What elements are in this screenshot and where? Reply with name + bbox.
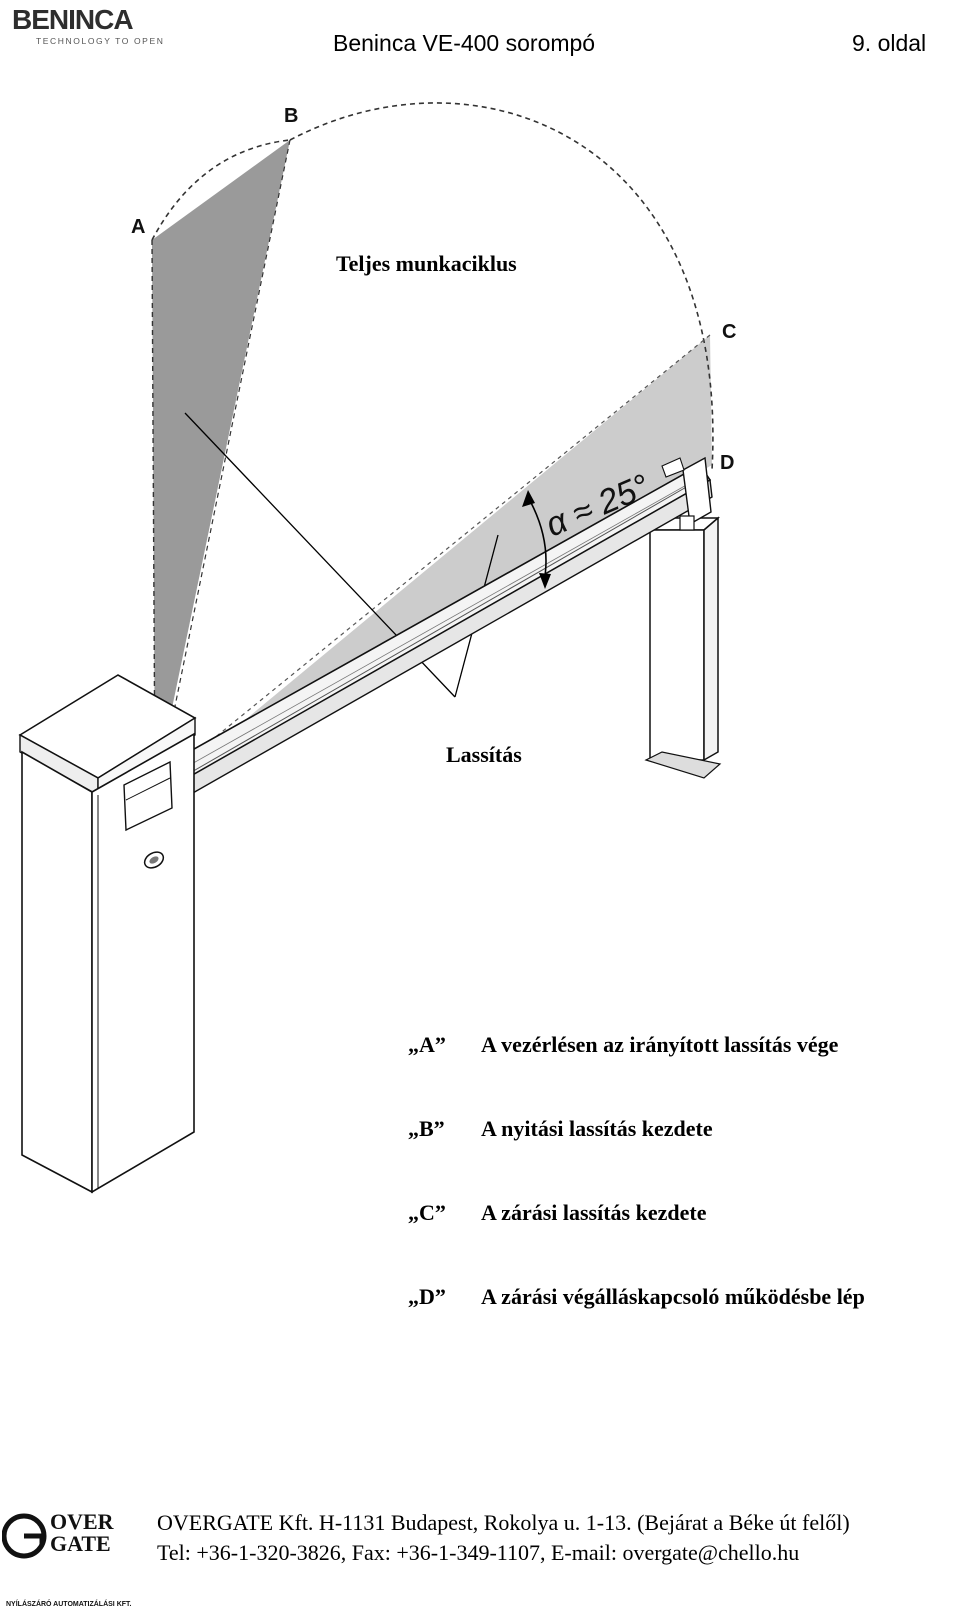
overgate-logo-icon (2, 1513, 47, 1559)
cycle-arc (151, 139, 291, 241)
point-label-c: C (722, 321, 736, 343)
legend-key-d: „D” (408, 1284, 446, 1309)
footer-address: OVERGATE Kft. H-1131 Budapest, Rokolya u… (157, 1510, 850, 1535)
legend-key-b: „B” (408, 1116, 445, 1141)
barrier-boom (128, 456, 713, 824)
zone-cd-shade (175, 335, 712, 770)
point-label-a: A (131, 216, 145, 238)
cycle-label: Teljes munkaciklus (336, 251, 517, 276)
legend-text-b: A nyitási lassítás kezdete (481, 1116, 713, 1141)
legend-key-a: „A” (408, 1032, 446, 1057)
zone-ab-shade (152, 140, 290, 790)
overgate-logo-gate: GATE (50, 1531, 111, 1556)
footer-contact: Tel: +36-1-320-3826, Fax: +36-1-349-1107… (157, 1540, 800, 1565)
legend-text-c: A zárási lassítás kezdete (481, 1200, 707, 1225)
document-title: Beninca VE-400 sorompó (333, 30, 596, 56)
barrier-diagram: α ≈ 25° A B C D Teljes munkaciklus Lassí… (18, 102, 736, 1194)
beninca-logo-tagline: TECHNOLOGY TO OPEN (36, 36, 165, 46)
point-label-b: B (284, 105, 298, 127)
barrier-cabinet (18, 674, 197, 1194)
point-label-d: D (720, 452, 734, 474)
legend-key-c: „C” (408, 1200, 446, 1225)
overgate-logo-over: OVER (50, 1509, 114, 1534)
right-post (644, 516, 722, 779)
legend-text-a: A vezérlésen az irányított lassítás vége (481, 1032, 839, 1057)
slowdown-label: Lassítás (446, 742, 522, 767)
overgate-logo-subtitle: NYÍLÁSZÁRÓ AUTOMATIZÁLÁSI KFT. (6, 1601, 132, 1608)
beninca-logo: BENINCA (12, 4, 134, 35)
legend-text-d: A zárási végálláskapcsoló működésbe lép (481, 1284, 865, 1309)
page-number: 9. oldal (852, 30, 927, 56)
